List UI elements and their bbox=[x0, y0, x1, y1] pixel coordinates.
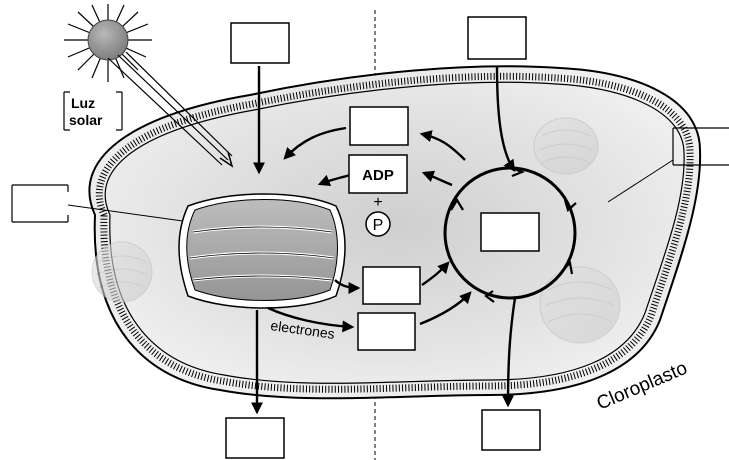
blank-box-top-center bbox=[349, 106, 409, 146]
blank-label-left bbox=[11, 184, 191, 223]
background-grana bbox=[91, 117, 621, 344]
arrow-cycle-to-adp bbox=[421, 170, 453, 187]
arrow-adp-to-grana bbox=[317, 173, 351, 187]
sun-icon bbox=[64, 4, 152, 82]
thylakoid-stack-icon bbox=[178, 193, 346, 309]
arrow-box-to-grana bbox=[283, 126, 347, 160]
blank-box-cycle-center bbox=[480, 212, 540, 252]
blank-box-bottom-left bbox=[225, 417, 285, 459]
sunlight-label-line1: Luz bbox=[71, 95, 95, 111]
blank-boxes bbox=[225, 16, 541, 459]
arrow-input-cycle bbox=[495, 65, 516, 172]
arrow-grana-to-box bbox=[334, 279, 361, 294]
phosphate-label: P bbox=[373, 217, 384, 234]
phosphate-icon: P bbox=[365, 211, 391, 237]
blank-box-bottom-right bbox=[481, 409, 541, 451]
arrow-electrons bbox=[267, 306, 355, 333]
adp-box: ADP bbox=[348, 154, 408, 194]
adp-label: ADP bbox=[362, 167, 394, 184]
arrow-lowerbox-to-cycle bbox=[419, 291, 472, 326]
arrow-output-cycle bbox=[502, 297, 517, 408]
blank-box-top-left bbox=[230, 22, 290, 64]
sunlight-label-line2: solar bbox=[69, 112, 103, 128]
blank-box-lower bbox=[357, 312, 416, 351]
arrow-box-to-cycle bbox=[421, 261, 450, 286]
sunlight-label: Luz solar bbox=[63, 91, 123, 131]
plus-sign: + bbox=[373, 194, 382, 211]
arrow-cycle-to-box bbox=[419, 130, 466, 161]
flow-arrows bbox=[251, 65, 517, 415]
sunlight-ray bbox=[107, 51, 234, 168]
blank-box-top-right bbox=[467, 16, 527, 60]
blank-label-right bbox=[607, 127, 729, 203]
blank-box-mid bbox=[362, 266, 421, 305]
